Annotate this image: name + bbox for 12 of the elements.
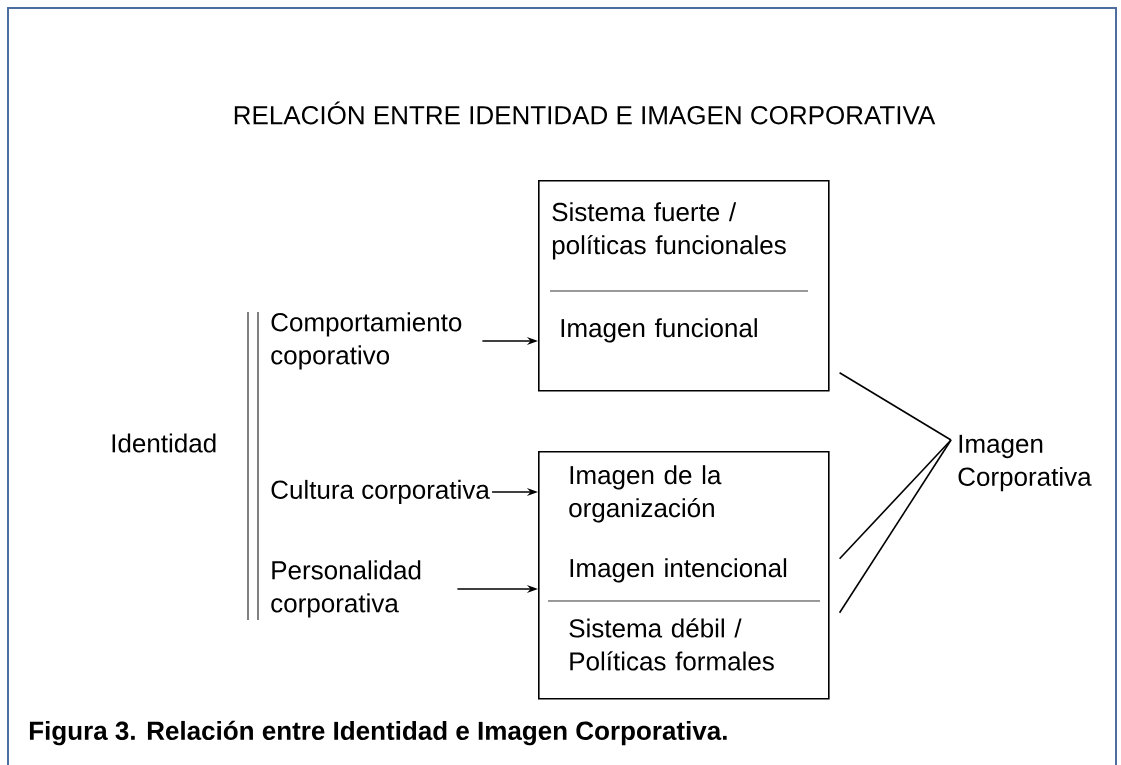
node-label: Imagen Corporativa: [958, 434, 1092, 492]
title: RELACIÓN ENTRE IDENTIDAD E IMAGEN CORPORATIVA: [234, 101, 936, 125]
text-box: Sistema fuerte / políticas funcionales Imagen funcional: [538, 180, 830, 392]
node-label: Comportamiento coporativo: [271, 312, 462, 370]
connector-line: [838, 371, 952, 441]
node-label: Personalidad corporativa: [271, 560, 421, 618]
caption: Figura 3. Relación entre Identidad e Imagen Corporativa.: [29, 720, 727, 746]
node-label: Cultura corporativa: [271, 479, 490, 505]
connector-line: [838, 439, 952, 614]
side-label: Identidad: [112, 433, 216, 453]
text-box: Imagen de la organización Imagen intencional Sistema débil / Políticas formales: [538, 451, 830, 700]
connector-line: [838, 439, 952, 560]
